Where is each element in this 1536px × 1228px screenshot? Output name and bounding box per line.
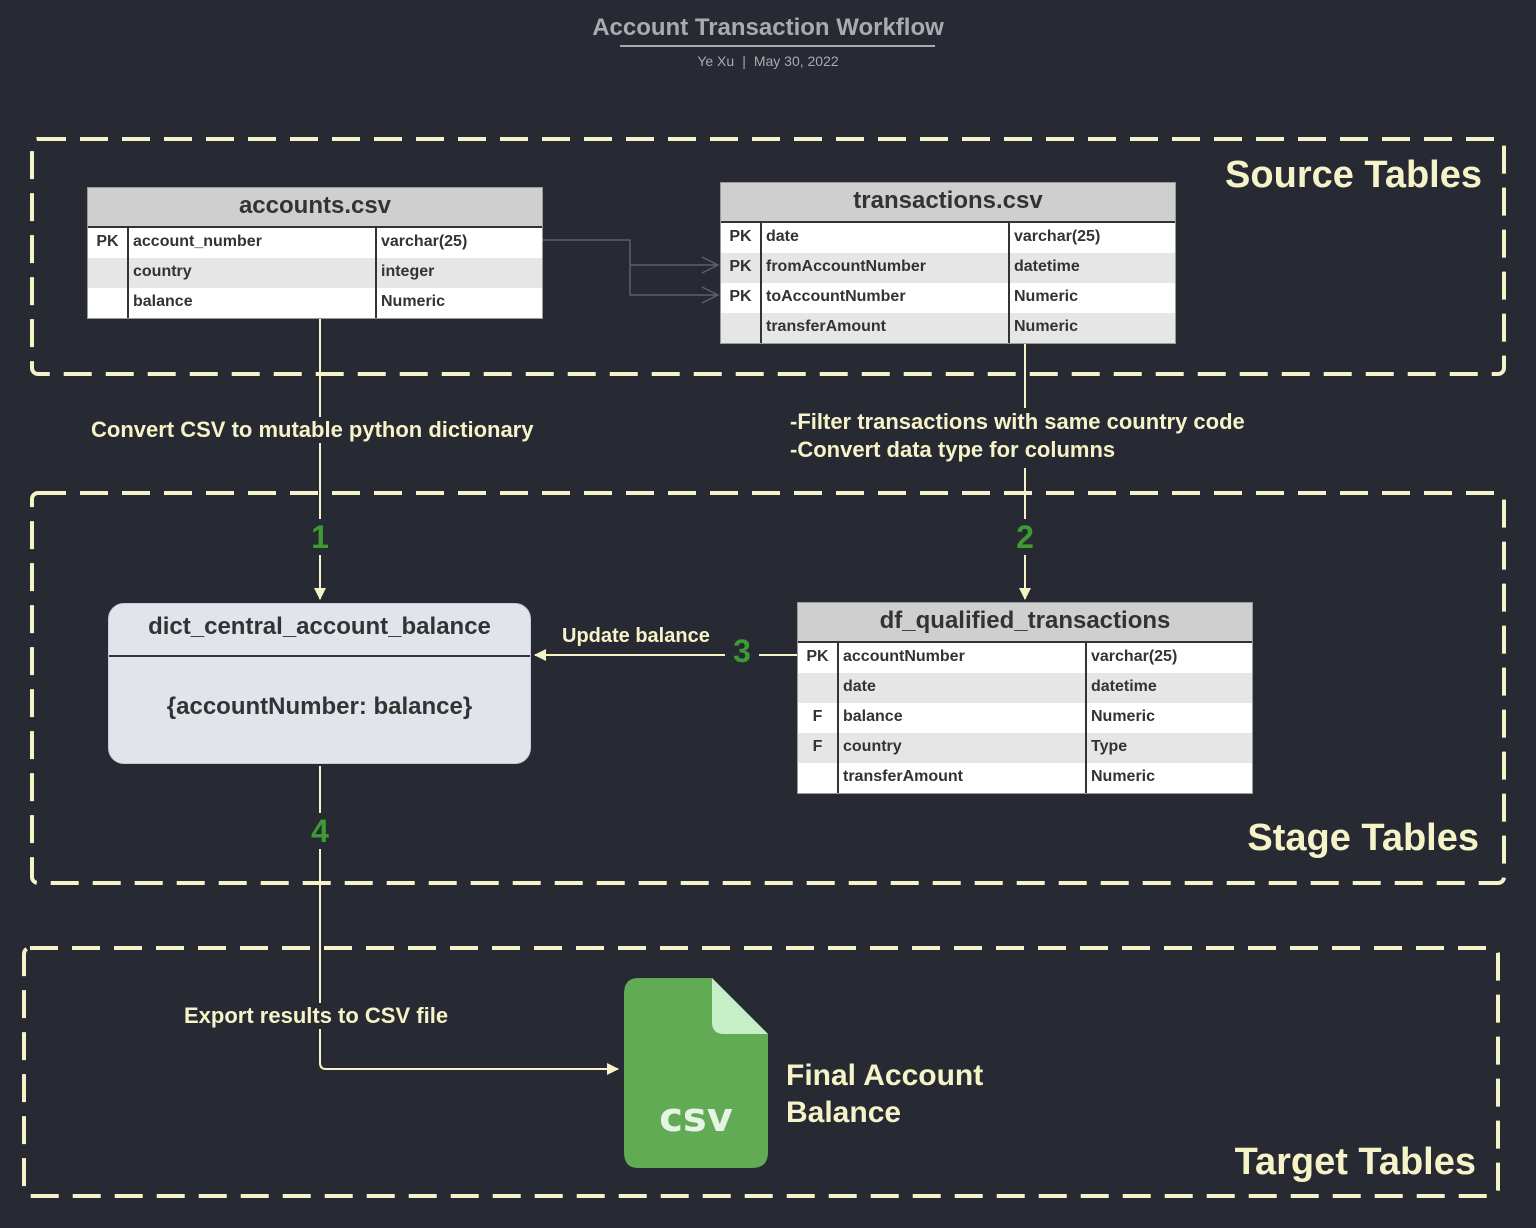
field-type: datetime: [1014, 258, 1080, 275]
diagram-date: May 30, 2022: [753, 53, 839, 69]
key-cell: [798, 673, 839, 703]
table-row: country integer: [88, 258, 542, 288]
table-row: F country Type: [798, 733, 1252, 763]
key-cell: PK: [721, 253, 762, 283]
key-cell: PK: [88, 228, 129, 258]
filter-note-line-1: -Filter transactions with same country c…: [790, 409, 1245, 434]
step-3-number: 3: [725, 633, 759, 669]
transactions-table-title: transactions.csv: [721, 183, 1175, 223]
step-4-number: 4: [303, 813, 337, 849]
accounts-table-title: accounts.csv: [88, 188, 542, 228]
field-name: accountNumber: [839, 643, 1087, 673]
source-zone-label: Source Tables: [1225, 154, 1482, 196]
field-type: varchar(25): [1014, 228, 1101, 245]
dict-title: dict_central_account_balance: [109, 604, 530, 657]
field-name: balance: [839, 703, 1087, 733]
target-zone-border: [22, 946, 1500, 1198]
transactions-table: transactions.csv PK date varchar(25) PK …: [720, 182, 1176, 344]
field-name: country: [129, 258, 377, 288]
export-note: Export results to CSV file: [180, 1003, 453, 1029]
stage-zone-border: [30, 491, 1506, 885]
table-row: PK date varchar(25): [721, 223, 1175, 253]
table-row: PK account_number varchar(25): [88, 228, 542, 258]
update-balance-note: Update balance: [562, 625, 710, 647]
field-name: balance: [129, 288, 377, 318]
dict-central-account-balance: dict_central_account_balance {accountNum…: [108, 603, 531, 764]
table-row: PK fromAccountNumber datetime: [721, 253, 1175, 283]
final-label-line-2: Balance: [786, 1096, 902, 1129]
key-cell: [88, 258, 129, 288]
diagram-subtitle: Ye Xu | May 30, 2022: [0, 53, 1536, 69]
author-name: Ye Xu: [697, 53, 735, 69]
field-type: varchar(25): [1091, 648, 1178, 665]
field-name: transferAmount: [839, 763, 1087, 793]
filter-note: -Filter transactions with same country c…: [790, 408, 1245, 468]
key-cell: [721, 313, 762, 343]
key-cell: PK: [798, 643, 839, 673]
subtitle-separator: |: [742, 53, 746, 69]
table-row: PK accountNumber varchar(25): [798, 643, 1252, 673]
field-type: datetime: [1091, 678, 1157, 695]
qualified-transactions-table: df_qualified_transactions PK accountNumb…: [797, 602, 1253, 794]
field-type: Numeric: [1014, 288, 1079, 305]
table-row: date datetime: [798, 673, 1252, 703]
qualified-table-title: df_qualified_transactions: [798, 603, 1252, 643]
csv-file-icon: csv: [624, 978, 768, 1168]
step-1-number: 1: [303, 519, 337, 555]
field-type: Numeric: [1091, 708, 1156, 725]
final-account-balance-label: Final Account Balance: [786, 1057, 1046, 1131]
key-cell: PK: [721, 223, 762, 253]
key-cell: PK: [721, 283, 762, 313]
target-zone-label: Target Tables: [1234, 1141, 1476, 1183]
convert-csv-note: Convert CSV to mutable python dictionary: [88, 417, 537, 443]
csv-badge-text: csv: [659, 1095, 733, 1141]
field-name: country: [839, 733, 1087, 763]
table-row: transferAmount Numeric: [721, 313, 1175, 343]
flow-dict-to-csv: [319, 766, 619, 1075]
field-name: account_number: [129, 228, 377, 258]
field-name: fromAccountNumber: [762, 253, 1010, 283]
field-type: Numeric: [1091, 768, 1156, 785]
dict-body: {accountNumber: balance}: [166, 693, 473, 720]
table-row: F balance Numeric: [798, 703, 1252, 733]
field-type: Type: [1091, 738, 1128, 755]
accounts-table: accounts.csv PK account_number varchar(2…: [87, 187, 543, 319]
field-type: integer: [381, 263, 435, 280]
relation-line: [542, 239, 720, 304]
table-row: PK toAccountNumber Numeric: [721, 283, 1175, 313]
field-name: toAccountNumber: [762, 283, 1010, 313]
table-row: balance Numeric: [88, 288, 542, 318]
filter-note-line-2: -Convert data type for columns: [790, 437, 1116, 462]
field-type: Numeric: [381, 293, 446, 310]
title-underline: [620, 45, 935, 47]
key-cell: [798, 763, 839, 793]
field-name: date: [762, 223, 1010, 253]
key-cell: F: [798, 733, 839, 763]
stage-zone-label: Stage Tables: [1247, 817, 1479, 859]
field-type: varchar(25): [381, 233, 468, 250]
field-name: transferAmount: [762, 313, 1010, 343]
key-cell: [88, 288, 129, 318]
field-name: date: [839, 673, 1087, 703]
diagram-title: Account Transaction Workflow: [592, 14, 944, 41]
final-label-line-1: Final Account: [786, 1059, 984, 1092]
field-type: Numeric: [1014, 318, 1079, 335]
source-zone-border: [30, 137, 1506, 376]
key-cell: F: [798, 703, 839, 733]
table-row: transferAmount Numeric: [798, 763, 1252, 793]
step-2-number: 2: [1008, 519, 1042, 555]
